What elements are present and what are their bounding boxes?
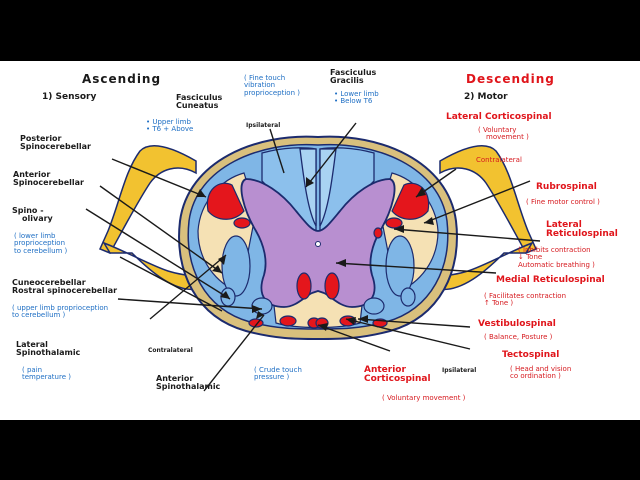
contralateral-left-label: Contralateral — [148, 347, 193, 354]
ascending-heading: Ascending — [82, 72, 162, 86]
motor-subheading: 2) Motor — [464, 92, 508, 102]
descending-tracts — [206, 182, 430, 329]
vestibulospinal-note: ( Balance, Posture ) — [484, 333, 553, 341]
medial-reticulospinal-label: Medial Reticulospinal — [496, 275, 605, 285]
gracilis-note: • Lower limb• Below T6 — [334, 90, 379, 106]
rubrospinal-note: ( Fine motor control ) — [526, 198, 600, 206]
vestibulospinal-label: Vestibulospinal — [478, 319, 556, 329]
spinal-cord-cross-section — [85, 122, 541, 392]
sensory-subheading: 1) Sensory — [42, 92, 97, 102]
cuneatus-note: • Upper limb• T6 + Above — [146, 118, 194, 134]
arrow-heads — [196, 177, 434, 331]
descending-heading: Descending — [466, 72, 555, 86]
contralateral-right-label: Contralateral — [476, 156, 522, 164]
anterior-corticospinal-note: ( Voluntary movement ) — [382, 394, 466, 402]
rubrospinal-label: Rubrospinal — [536, 182, 597, 192]
lateral-corticospinal-label: Lateral Corticospinal — [446, 112, 552, 122]
medial-reticulospinal-note: ( Facilitates contraction↑ Tone ) — [484, 292, 567, 308]
pointer-lines — [85, 122, 541, 392]
spino-olivary-label: Spino -olivary — [12, 206, 53, 224]
central-canal — [315, 241, 321, 247]
ipsilateral-bottom-label: Ipsilateral — [442, 367, 477, 374]
tectospinal-label: Tectospinal — [502, 350, 560, 360]
ipsilateral-top-label: Ipsilateral — [246, 122, 281, 129]
